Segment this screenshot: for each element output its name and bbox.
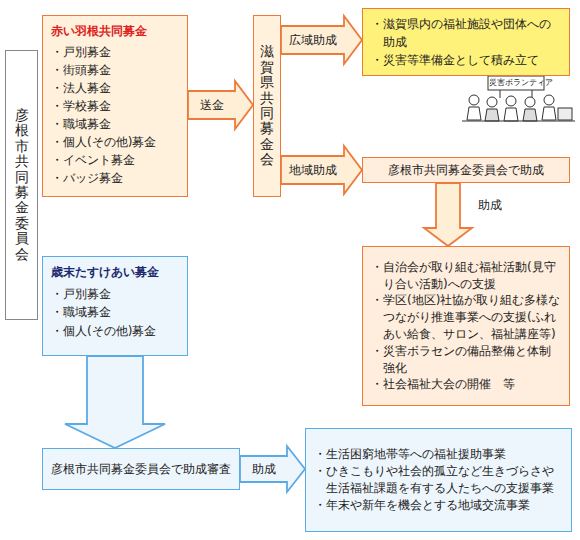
arrow-label: 助成 bbox=[250, 462, 278, 476]
box-text: ・街頭募金 bbox=[51, 61, 179, 79]
box-package bbox=[558, 108, 572, 120]
fund-box: 赤い羽根共同募金・戸別募金・街頭募金・法人募金・学校募金・職域募金・個人(その他… bbox=[42, 15, 188, 197]
block-arrow bbox=[188, 81, 253, 129]
box-text: ・学校募金 bbox=[51, 97, 179, 115]
block-arrow bbox=[281, 16, 362, 64]
vertical-label: 彦根市共同募金委員会 bbox=[15, 108, 29, 262]
person-head bbox=[487, 97, 497, 107]
box-text: ・ひきこもりや社会的孤立など生きづらさや生活福祉課題を有する人たちへの支援事業 bbox=[314, 463, 563, 497]
person-body bbox=[523, 109, 537, 121]
support-list-box: ・自治会が取り組む福祉活動(見守り合い活動)への支援・学区(地区)社協が取り組む… bbox=[362, 246, 570, 406]
block-arrow bbox=[65, 356, 165, 448]
box-text: ・法人募金 bbox=[51, 79, 179, 97]
person-body bbox=[542, 107, 556, 120]
grant-box: ・滋賀県内の福祉施設や団体への助成・災害等準備金として積み立て bbox=[362, 8, 570, 76]
arrow-label: 地域助成 bbox=[287, 163, 339, 177]
person-body bbox=[485, 109, 499, 121]
arrow-label: 助成 bbox=[476, 198, 504, 212]
box-text: ・職域募金 bbox=[51, 115, 179, 133]
block-arrow bbox=[281, 146, 362, 194]
box-text: 彦根市共同募金委員会で助成 bbox=[369, 162, 563, 179]
sign-board bbox=[488, 76, 544, 90]
ground-line bbox=[462, 121, 575, 122]
box-text: ・災害ボラセンの備品整備と体制強化 bbox=[371, 343, 561, 377]
box-text: ・戸別募金 bbox=[51, 285, 179, 304]
sign-pole bbox=[500, 90, 501, 98]
arrow-label: 送金 bbox=[198, 98, 226, 112]
box-text: ・個人(その他)募金 bbox=[51, 322, 179, 341]
box-heading: 歳末たすけあい募金 bbox=[51, 263, 179, 282]
box-text: ・滋賀県内の福祉施設や団体への助成 bbox=[371, 15, 561, 51]
review-box: 彦根市共同募金委員会で助成審査 bbox=[42, 448, 240, 490]
volunteer-illustration bbox=[462, 76, 575, 121]
vertical-label: 滋賀県共同募金会 bbox=[260, 44, 274, 167]
person-head bbox=[469, 95, 479, 105]
person-head bbox=[525, 97, 535, 107]
block-arrow bbox=[424, 183, 472, 246]
box-text: ・生活困窮地帯等への福祉援助事業 bbox=[314, 446, 563, 463]
person-body bbox=[504, 108, 518, 121]
box-text: ・イベント募金 bbox=[51, 151, 179, 169]
box-text: ・社会福祉大会の開催 等 bbox=[371, 376, 561, 393]
box-text: ・職域募金 bbox=[51, 303, 179, 322]
yearend-support-box: ・生活困窮地帯等への福祉援助事業・ひきこもりや社会的孤立など生きづらさや生活福祉… bbox=[305, 428, 572, 532]
box-text: ・災害等準備金として積み立て bbox=[371, 51, 561, 69]
committee-column: 彦根市共同募金委員会 bbox=[5, 50, 38, 320]
yearend-fund-box: 歳末たすけあい募金・戸別募金・職域募金・個人(その他)募金 bbox=[42, 256, 188, 356]
box-text: ・学区(地区)社協が取り組む多様なつながり推進事業への支援(ふれあい給食、サロン… bbox=[371, 292, 561, 342]
box-text: 彦根市共同募金委員会で助成審査 bbox=[51, 461, 231, 478]
box-text: ・年末や新年を機会とする地域交流事業 bbox=[314, 497, 563, 514]
box-text: ・バッジ募金 bbox=[51, 169, 179, 187]
box-text: ・自治会が取り組む福祉活動(見守り合い活動)への支援 bbox=[371, 259, 561, 293]
process-box: 彦根市共同募金委員会で助成 bbox=[362, 157, 570, 183]
box-text: ・個人(その他)募金 bbox=[51, 133, 179, 151]
box-text: ・戸別募金 bbox=[51, 43, 179, 61]
box-heading: 赤い羽根共同募金 bbox=[51, 22, 179, 40]
block-arrow bbox=[240, 446, 305, 492]
sign-text: 災害ボランティア bbox=[489, 77, 543, 89]
person-body bbox=[467, 107, 481, 120]
prefecture-column: 滋賀県共同募金会 bbox=[253, 15, 281, 197]
arrow-label: 広域助成 bbox=[287, 33, 339, 47]
person-head bbox=[544, 95, 554, 105]
person-head bbox=[506, 96, 516, 106]
